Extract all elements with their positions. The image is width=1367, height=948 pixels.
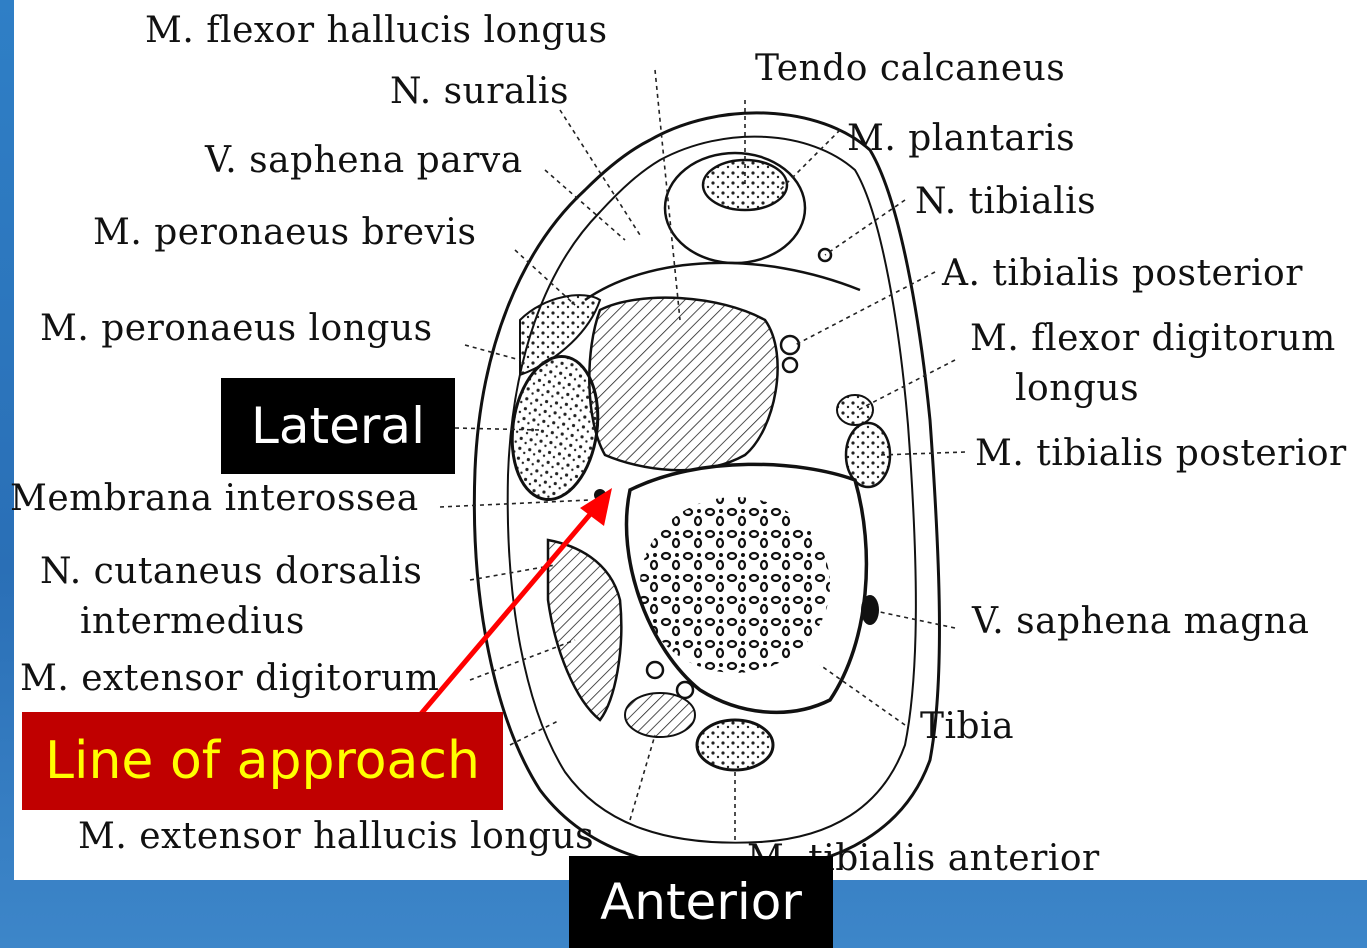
label-flexor-hallucis-longus: M. flexor hallucis longus <box>145 10 608 51</box>
tibia-marrow <box>640 497 830 673</box>
lateral-callout: Lateral <box>221 378 455 474</box>
label-n-suralis: N. suralis <box>390 71 569 112</box>
label-tibia: Tibia <box>920 706 1014 747</box>
label-m-peronaeus-longus: M. peronaeus longus <box>40 308 433 349</box>
label-v-saphena-magna: V. saphena magna <box>971 601 1309 642</box>
extensor-hallucis-shape <box>625 693 695 737</box>
label-flexor-digitorum-longus: longus <box>1015 368 1139 409</box>
label-membrana-interossea: Membrana interossea <box>10 478 419 519</box>
tibialis-anterior-shape <box>697 720 773 770</box>
anterior-callout: Anterior <box>569 856 833 948</box>
flexor-hallucis-shape <box>589 298 777 471</box>
label-m-extensor-digitorum: M. extensor digitorum <box>20 658 439 699</box>
label-v-saphena-parva: V. saphena parva <box>204 140 523 181</box>
label-n-tibialis: N. tibialis <box>915 181 1096 222</box>
label-tendo-calcaneus: Tendo calcaneus <box>755 48 1065 89</box>
flexor-digitorum-shape <box>837 395 873 425</box>
label-m-peronaeus-brevis: M. peronaeus brevis <box>93 212 476 253</box>
line-of-approach-callout: Line of approach <box>22 712 503 810</box>
label-m-flexor-digitorum: M. flexor digitorum <box>970 318 1336 359</box>
label-m-tibialis-posterior: M. tibialis posterior <box>975 433 1347 474</box>
label-a-tibialis-posterior: A. tibialis posterior <box>941 253 1303 294</box>
label-m-plantaris: M. plantaris <box>847 118 1075 159</box>
saphena-magna-shape <box>861 595 879 625</box>
label-intermedius: intermedius <box>80 601 305 642</box>
label-n-cutaneus-dorsalis: N. cutaneus dorsalis <box>40 551 422 592</box>
label-m-extensor-hallucis-longus: M. extensor hallucis longus <box>78 816 594 857</box>
